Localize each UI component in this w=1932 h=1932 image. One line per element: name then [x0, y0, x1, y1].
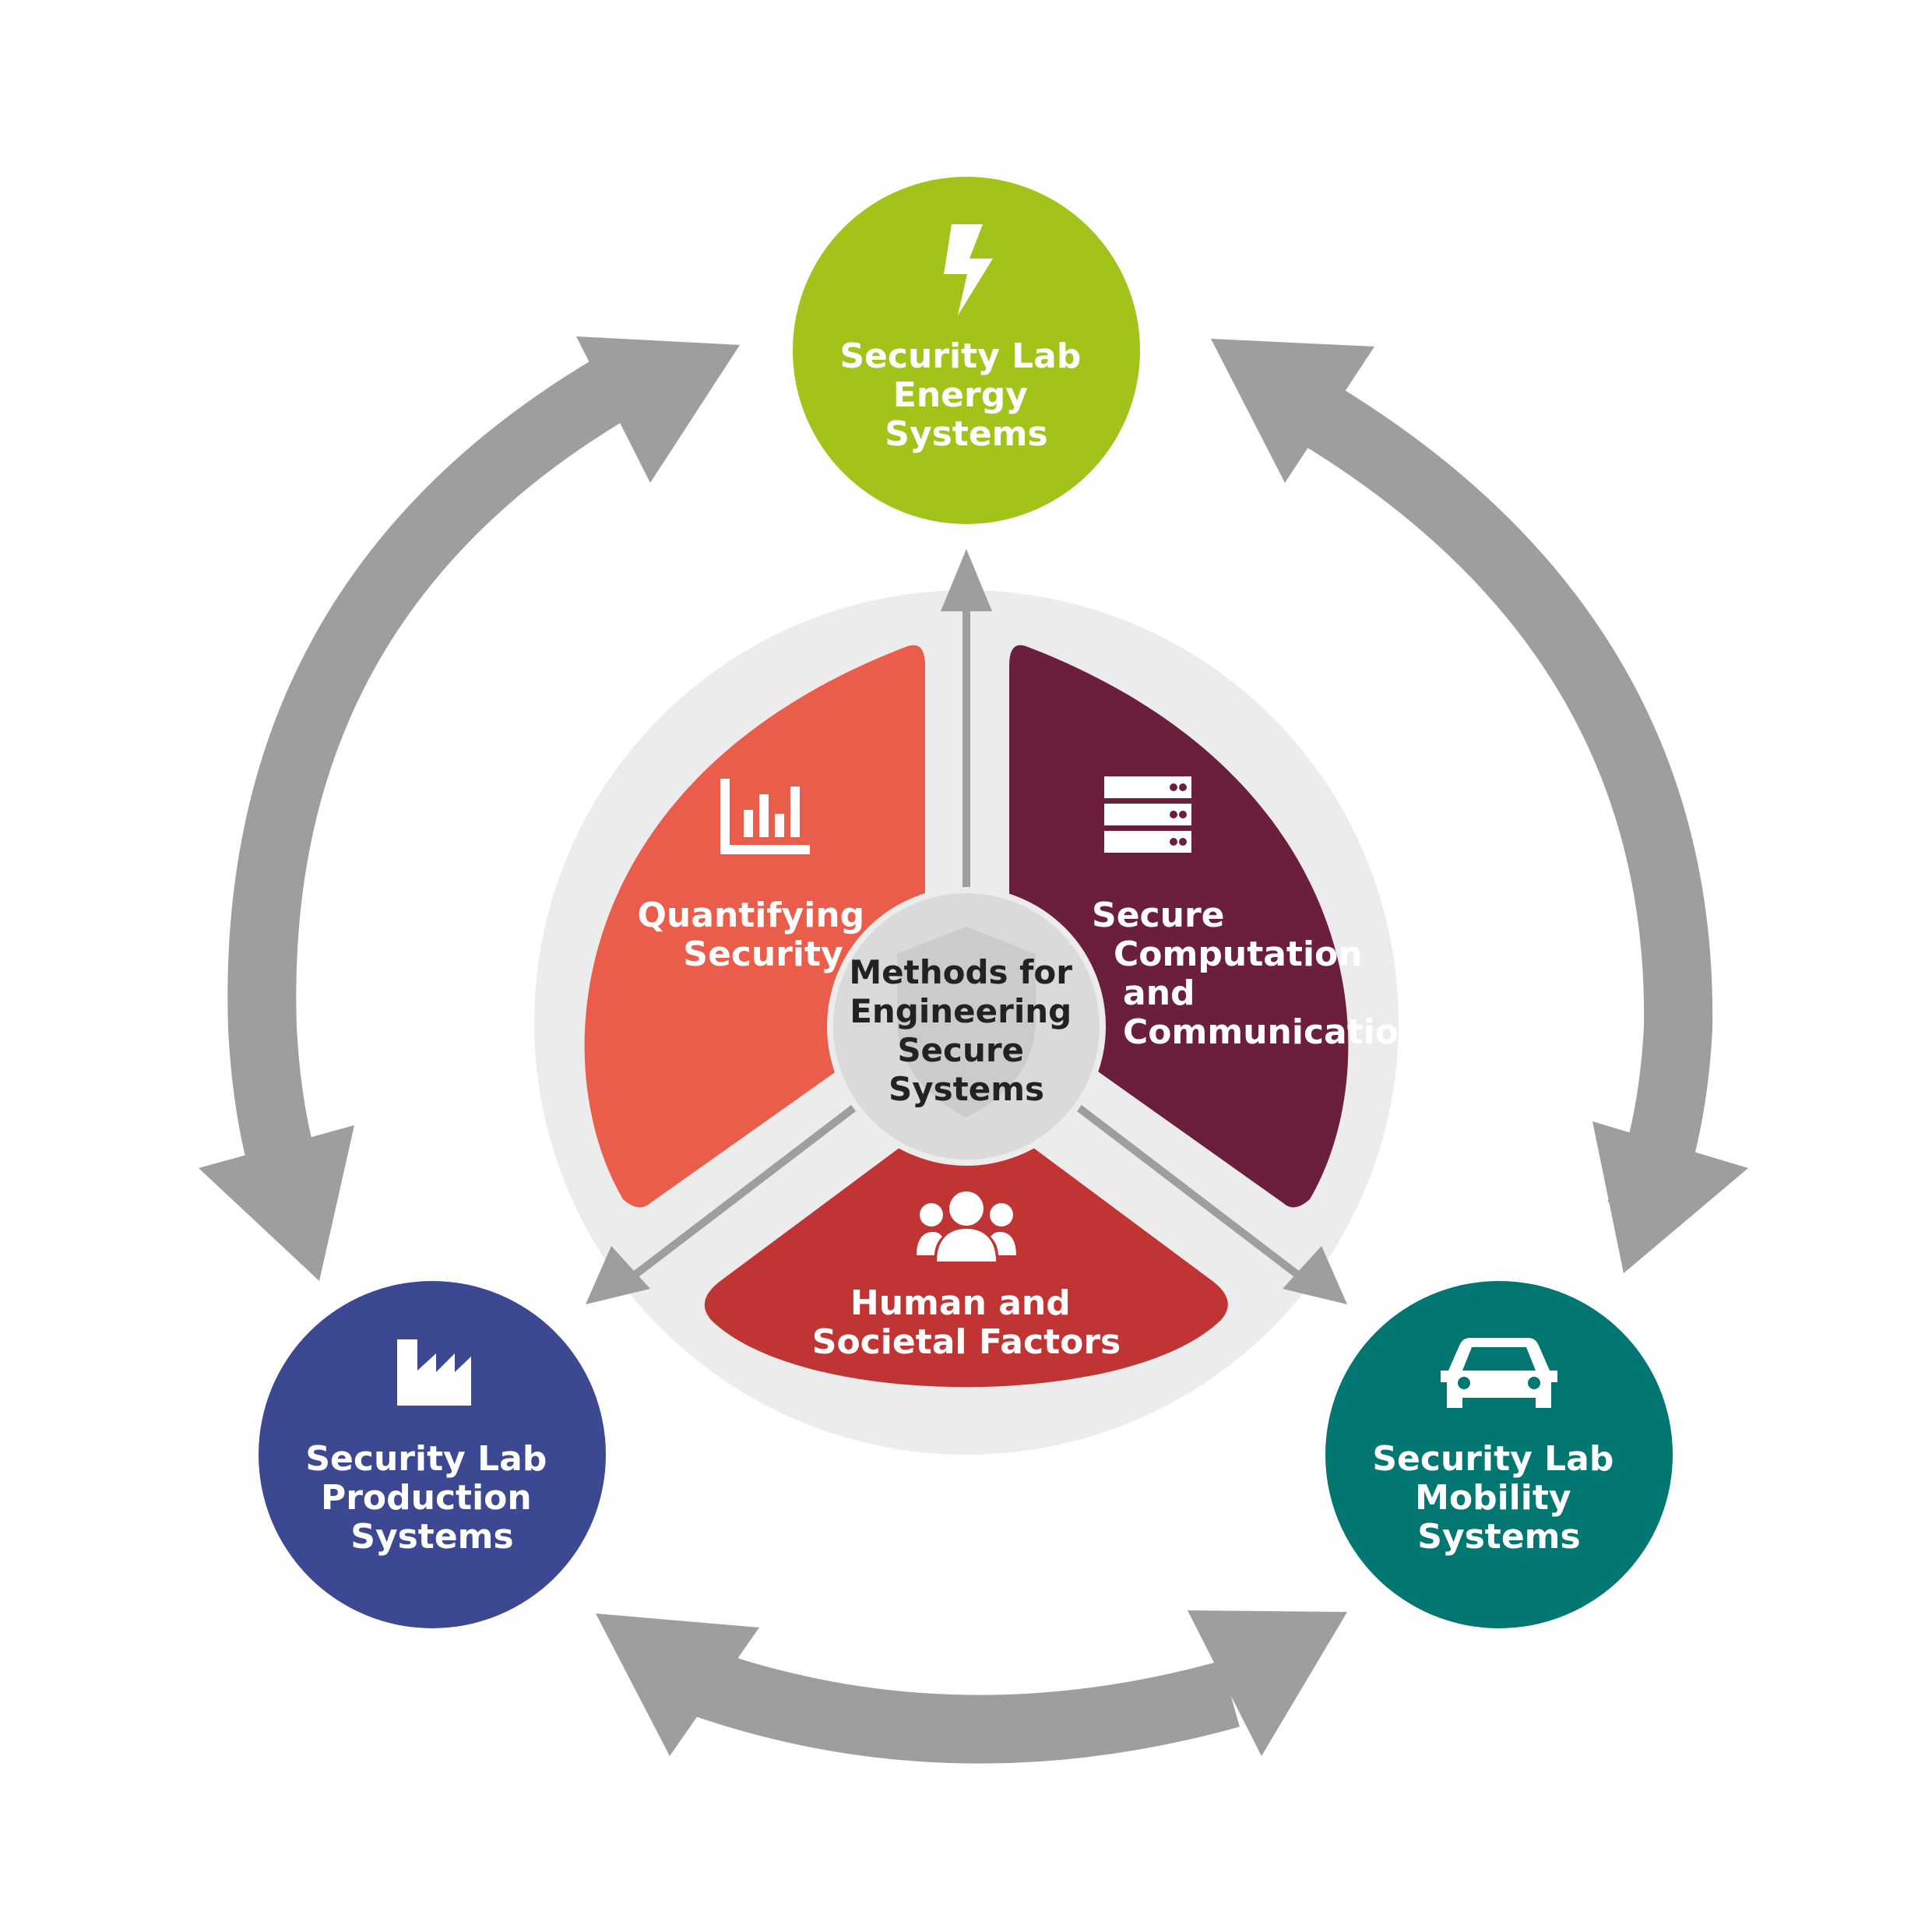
segment-secure-line-2: Computation — [1114, 934, 1363, 974]
center-line-4: Systems — [889, 1070, 1044, 1108]
arrow-head-left-top — [576, 336, 740, 483]
lab-energy-label: Security Lab Energy Systems — [839, 336, 1093, 454]
lab-energy-line-3: Systems — [885, 414, 1047, 454]
segment-human-line-1: Human and — [850, 1283, 1071, 1323]
server-icon — [1104, 776, 1191, 853]
spoke-arrow-left — [586, 1246, 650, 1304]
arrow-energy-mobility — [1298, 383, 1713, 1228]
lab-production-label: Security Lab Production Systems — [305, 1439, 558, 1557]
segment-quantifying-line-2: Security — [683, 934, 843, 974]
segment-secure-line-1: Secure — [1092, 896, 1224, 935]
lab-mobility-line-1: Security Lab — [1372, 1439, 1614, 1479]
car-icon — [1441, 1338, 1557, 1408]
center-title: Methods for Engineering Secure Systems — [849, 953, 1083, 1108]
people-icon — [917, 1191, 1016, 1262]
arrow-head-bottom-right — [1188, 1610, 1347, 1756]
arrow-head-right-top — [1211, 339, 1374, 483]
spoke-arrows — [586, 549, 1347, 1304]
lab-production-line-1: Security Lab — [305, 1439, 547, 1479]
lab-mobility-label: Security Lab Mobility Systems — [1372, 1439, 1625, 1557]
center-line-1: Methods for — [849, 953, 1072, 991]
segment-secure-computation-label: Secure Computation and Communication — [1092, 896, 1423, 1052]
arrow-energy-production — [227, 351, 640, 1228]
cycle-arrows — [199, 336, 1748, 1764]
lab-energy — [793, 177, 1140, 524]
lab-production — [259, 1281, 606, 1628]
segment-quantifying-label: Quantifying Security — [638, 896, 877, 974]
arrow-head-left-bottom — [199, 1125, 354, 1281]
arrow-head-bottom-left — [596, 1614, 759, 1756]
segment-quantifying-line-1: Quantifying — [638, 896, 865, 935]
arrow-production-mobility — [689, 1649, 1240, 1764]
segment-secure-line-4: Communication — [1123, 1012, 1423, 1052]
segment-human-line-2: Societal Factors — [812, 1322, 1121, 1362]
arrow-head-right-bottom — [1592, 1121, 1748, 1273]
lab-energy-line-1: Security Lab — [839, 336, 1081, 376]
center-line-3: Secure — [897, 1031, 1024, 1069]
shield-icon — [897, 927, 1036, 1117]
lab-energy-line-2: Energy — [893, 375, 1028, 415]
spoke-arrow-up — [941, 549, 992, 611]
bar-chart-icon — [720, 779, 810, 854]
center-line-2: Engineering — [850, 992, 1072, 1030]
segment-human-societal-label: Human and Societal Factors — [812, 1283, 1121, 1362]
lab-mobility-line-2: Mobility — [1415, 1478, 1571, 1518]
factory-icon — [397, 1339, 471, 1406]
lightning-icon — [944, 224, 993, 315]
spoke-arrow-right — [1283, 1246, 1347, 1304]
lab-mobility-line-3: Systems — [1417, 1517, 1580, 1557]
segment-secure-line-3: and — [1123, 973, 1195, 1013]
lab-mobility — [1325, 1281, 1673, 1628]
lab-production-line-3: Systems — [350, 1517, 513, 1557]
lab-production-line-2: Production — [321, 1478, 532, 1518]
